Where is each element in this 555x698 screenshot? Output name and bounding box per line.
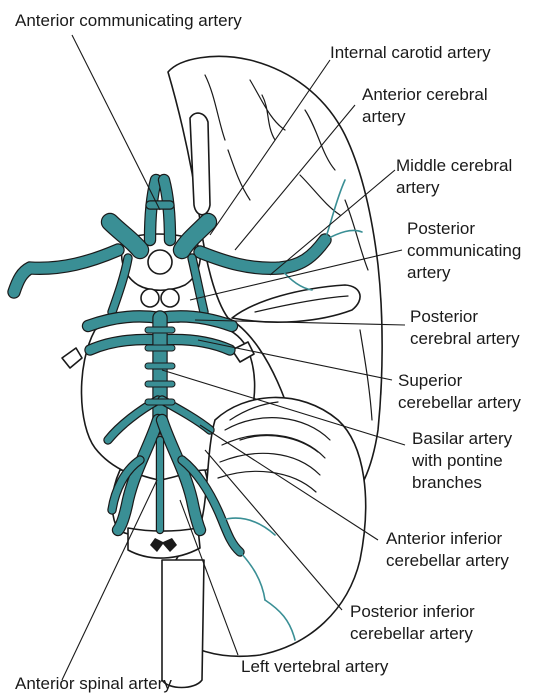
label-posterior-cerebral-line2: cerebral artery bbox=[410, 328, 520, 349]
posterior-communicating-right bbox=[192, 258, 204, 312]
label-posterior-communicating-line3: artery bbox=[407, 262, 450, 283]
label-superior-cerebellar-line1: Superior bbox=[398, 370, 462, 391]
label-anterior-spinal-artery: Anterior spinal artery bbox=[15, 673, 172, 694]
olfactory-tract bbox=[190, 113, 210, 215]
label-internal-carotid-artery: Internal carotid artery bbox=[330, 42, 491, 63]
anterior-cerebral-artery-right bbox=[164, 180, 170, 240]
label-anterior-cerebral-line1: Anterior cerebral bbox=[362, 84, 488, 105]
label-basilar-line2: with pontine bbox=[412, 450, 503, 471]
middle-cerebral-artery-left bbox=[14, 250, 118, 292]
label-posterior-communicating-line2: communicating bbox=[407, 240, 521, 261]
anterior-cerebral-artery-left bbox=[150, 180, 156, 240]
label-posterior-communicating-line1: Posterior bbox=[407, 218, 475, 239]
label-superior-cerebellar-line2: cerebellar artery bbox=[398, 392, 521, 413]
pituitary-stalk bbox=[148, 250, 172, 274]
label-pica-line1: Posterior inferior bbox=[350, 601, 475, 622]
label-basilar-line3: branches bbox=[412, 472, 482, 493]
posterior-communicating-left bbox=[112, 258, 128, 312]
label-aica-line2: cerebellar artery bbox=[386, 550, 509, 571]
label-posterior-cerebral-line1: Posterior bbox=[410, 306, 478, 327]
label-anterior-cerebral-line2: artery bbox=[362, 106, 405, 127]
mammillary-body-right bbox=[161, 289, 179, 307]
label-aica-line1: Anterior inferior bbox=[386, 528, 502, 549]
label-left-vertebral-artery: Left vertebral artery bbox=[241, 656, 388, 677]
label-pica-line2: cerebellar artery bbox=[350, 623, 473, 644]
label-anterior-communicating-artery: Anterior communicating artery bbox=[15, 10, 242, 31]
lower-spinal-cord bbox=[162, 560, 204, 688]
trigeminal-nerve-left bbox=[62, 348, 82, 368]
mammillary-body-left bbox=[141, 289, 159, 307]
label-middle-cerebral-line2: artery bbox=[396, 177, 439, 198]
label-middle-cerebral-line1: Middle cerebral bbox=[396, 155, 512, 176]
label-basilar-line1: Basilar artery bbox=[412, 428, 512, 449]
